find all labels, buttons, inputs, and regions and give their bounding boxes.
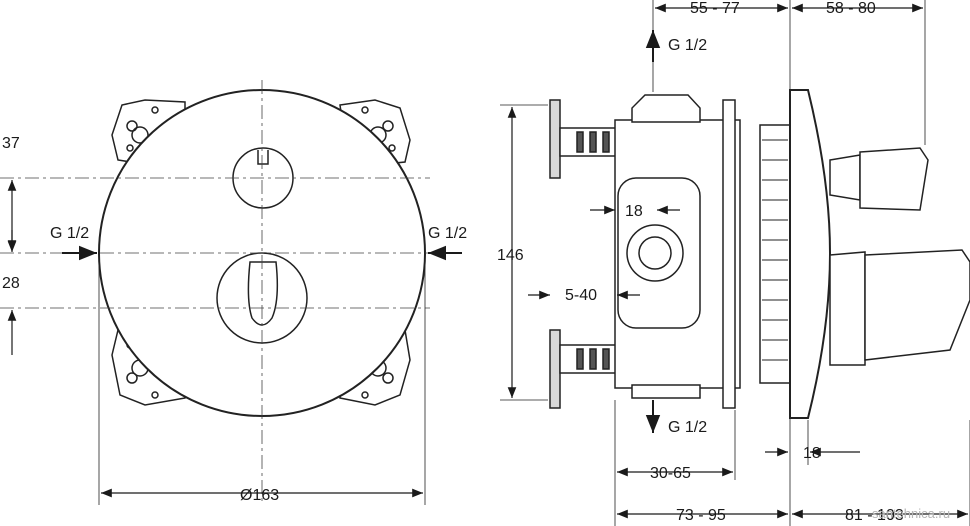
dim-label-146: 146 xyxy=(497,247,524,264)
dim-label-5-40: 5-40 xyxy=(565,287,597,304)
diverter-knob-notch xyxy=(257,150,269,165)
dim-label-81-103: 81 - 103 xyxy=(845,507,904,524)
front-dimensions xyxy=(7,180,462,498)
outlet-nut-top xyxy=(631,94,701,123)
inlet-label-right: G 1/2 xyxy=(428,225,467,242)
dim-label-55-77: 55 - 77 xyxy=(690,0,740,17)
dim-label-58-80: 58 - 80 xyxy=(826,0,876,17)
watermark: santehnica.ru xyxy=(872,506,950,521)
lever-base-side xyxy=(829,251,866,366)
flange-bottom xyxy=(549,329,561,409)
diverter-knob-side xyxy=(829,154,861,201)
dim-label-28: 28 xyxy=(2,275,20,292)
flange-top xyxy=(549,99,561,179)
center-lines xyxy=(0,80,430,505)
side-view xyxy=(500,0,970,526)
dim-label-18-top: 18 xyxy=(625,203,643,220)
sleeve-threads xyxy=(762,139,788,361)
outlet-label-top: G 1/2 xyxy=(668,37,707,54)
mounting-flange-left xyxy=(722,99,736,409)
cover-plate-profile xyxy=(789,89,832,419)
outlet-label-bottom: G 1/2 xyxy=(668,419,707,436)
mixer-lever xyxy=(247,261,279,326)
threaded-sleeve xyxy=(759,124,791,384)
dim-label-37: 37 xyxy=(2,135,20,152)
dim-label-30-65: 30-65 xyxy=(650,465,691,482)
front-view xyxy=(0,80,430,505)
inlet-label-left: G 1/2 xyxy=(50,225,89,242)
valve-port-inner xyxy=(638,236,672,270)
diverter-knob-cap xyxy=(859,147,929,211)
outlet-nut-bottom xyxy=(631,384,701,399)
diameter-label: Ø163 xyxy=(240,487,279,504)
lever-side xyxy=(864,249,970,361)
dim-label-18-bottom: 18 xyxy=(803,445,821,462)
dim-label-73-95: 73 - 95 xyxy=(676,507,726,524)
side-dimensions xyxy=(507,3,968,519)
